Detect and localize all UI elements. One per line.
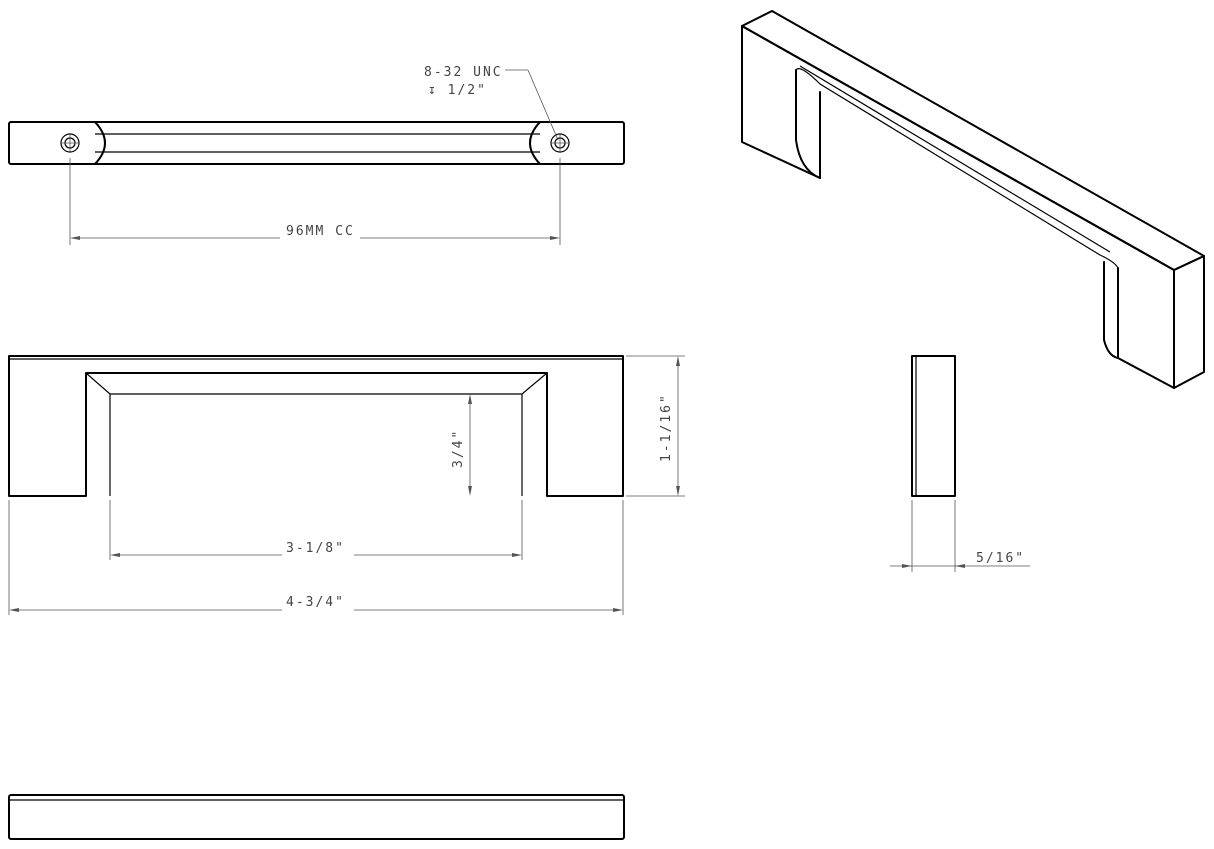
- top-view: 8-32 UNC ↧ 1/2" 96MM CC: [8, 65, 625, 245]
- front-view: 3/4" 1-1/16" 3-1/8" 4-3/4": [8, 355, 685, 615]
- overall-length-label: 4-3/4": [286, 595, 345, 610]
- bottom-view: [8, 794, 625, 840]
- overall-height-label: 1-1/16": [659, 393, 674, 462]
- thread-depth-label: ↧ 1/2": [428, 83, 487, 98]
- bar-width-label: 5/16": [976, 551, 1025, 566]
- mounting-hole-left: [60, 133, 80, 153]
- mounting-hole-right: [550, 133, 570, 153]
- isometric-view: [741, 10, 1205, 389]
- hole-spacing-label: 96MM CC: [286, 224, 355, 239]
- side-view: 5/16": [890, 355, 1030, 572]
- thread-spec-label: 8-32 UNC: [424, 65, 503, 80]
- inner-width-label: 3-1/8": [286, 541, 345, 556]
- inner-height-label: 3/4": [451, 429, 466, 468]
